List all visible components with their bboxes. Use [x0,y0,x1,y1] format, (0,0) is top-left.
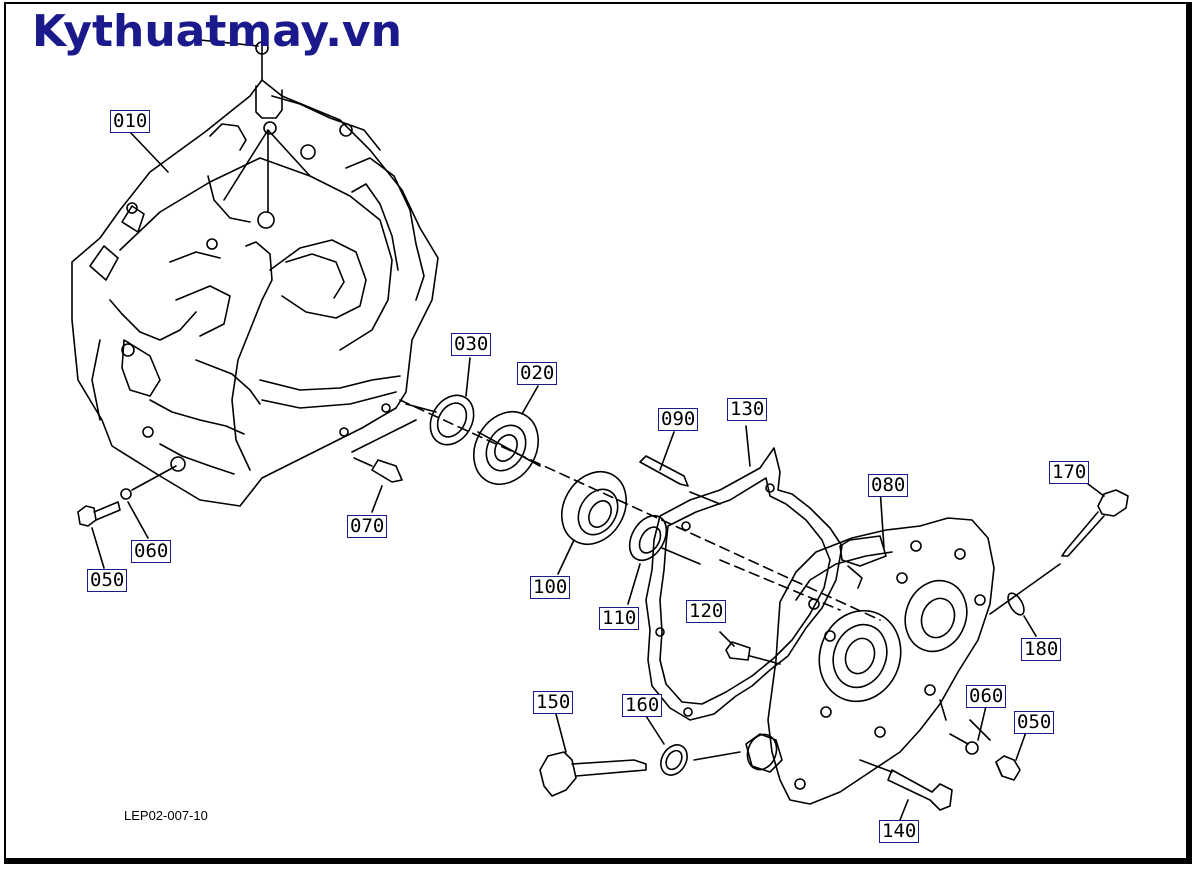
dowel-pin-090-drawing [639,431,721,505]
bolt-140-drawing [859,759,953,821]
bolt-050-left-drawing [77,465,177,569]
part-label-020[interactable]: 020 [517,362,558,385]
crankcase-cover-080-drawing [693,487,995,805]
drain-plug-150-drawing [539,713,647,797]
part-label-140[interactable]: 140 [879,820,920,843]
part-label-060-right[interactable]: 060 [966,685,1007,708]
pin-120-drawing [719,631,781,665]
drawing-code: LEP02-007-10 [124,808,208,823]
part-label-030[interactable]: 030 [451,333,492,356]
part-label-090[interactable]: 090 [658,408,699,431]
part-label-050-right[interactable]: 050 [1014,711,1055,734]
dipstick-170-drawing [1061,483,1129,557]
bolt-050-right-drawing [949,705,1027,781]
part-label-110[interactable]: 110 [599,607,640,630]
dowel-pin-070-drawing [351,419,417,513]
crankcase-drawing [71,41,439,507]
part-label-120[interactable]: 120 [686,600,727,623]
part-label-050-left[interactable]: 050 [87,569,128,592]
part-label-150[interactable]: 150 [533,691,574,714]
part-label-010[interactable]: 010 [110,110,151,133]
part-label-060-left[interactable]: 060 [131,540,172,563]
part-label-160[interactable]: 160 [622,694,663,717]
part-label-100[interactable]: 100 [530,576,571,599]
leader-040 [199,39,259,47]
gasket-130-drawing [645,425,843,721]
bearing-100-drawing [557,471,627,575]
part-label-130[interactable]: 130 [727,398,768,421]
gasket-ring-160-drawing [645,715,688,776]
brand-logo: Kythuatmay.vn [32,6,402,57]
part-label-170[interactable]: 170 [1049,461,1090,484]
part-label-180[interactable]: 180 [1021,638,1062,661]
o-ring-180-drawing [989,563,1061,637]
bearing-020-drawing [473,385,541,485]
assembly-axis-line [399,399,881,621]
part-label-080[interactable]: 080 [868,474,909,497]
assembly-axis-line-2 [719,559,841,611]
part-label-070[interactable]: 070 [347,515,388,538]
leader-010 [129,131,169,173]
oil-seal-030-drawing [405,357,475,446]
diagram-frame [4,2,1192,864]
